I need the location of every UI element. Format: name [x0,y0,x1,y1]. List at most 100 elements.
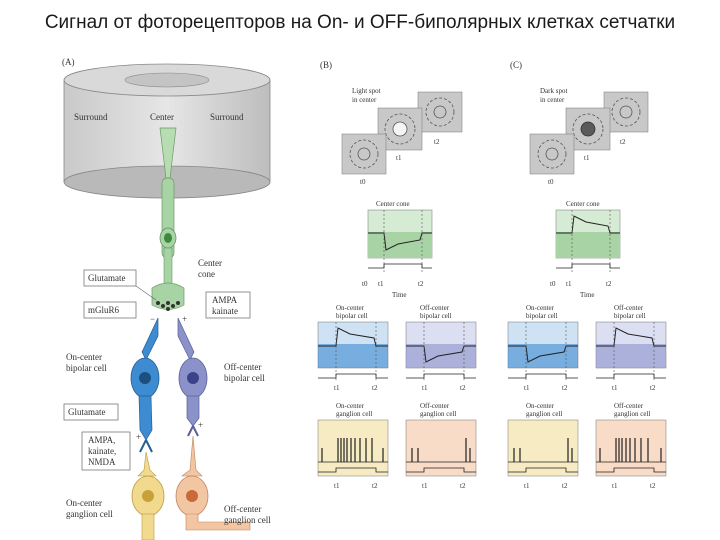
panel-c-on-ganglion-trace [507,419,579,477]
ampa-nmda-label-2: kainate, [88,446,116,456]
ampa-nmda-box [81,431,131,471]
slide-title: Сигнал от фоторецепторов на On- и OFF-би… [44,12,676,33]
ampa-kainate-box-top [205,291,251,319]
panel-b-off-bip-1: Off-center [420,304,450,312]
panel-b-on-gang-1: On-center [336,402,365,410]
mglur6-label: mGluR6 [88,305,120,315]
panel-b-ongang-t2: t2 [372,482,378,490]
center-label: Center [150,112,174,122]
glutamate-top-box [83,269,137,287]
panel-b-stimulus-cards [341,91,463,175]
panel-b-offbip-t1: t1 [422,384,428,392]
panel-c-offgang-t2: t2 [650,482,656,490]
glutamate-bottom-box [63,403,119,421]
panel-c-on-bip-2: bipolar cell [526,312,558,320]
center-cone-label-1: Center [198,258,222,268]
panel-c-cone-trace [555,209,621,272]
panel-b-off-ganglion-trace [405,419,477,477]
panel-c-offgang-t1: t1 [612,482,618,490]
panel-b-card-t2: t2 [434,138,440,146]
panel-b-card-t0: t0 [360,178,366,186]
panel-c-offbip-t1: t1 [612,384,618,392]
panel-c-tag: (C) [510,60,522,70]
panel-b-on-gang-2: ganglion cell [336,410,372,418]
panel-c-spot-1: Dark spot [540,87,567,95]
panel-c-ongang-t1: t1 [524,482,530,490]
panel-b: (B) Light spot in center t2 t1 t0 Center… [317,60,477,490]
panel-a: (A) Surround Center Surround Center [62,57,271,540]
panel-b-ongang-t1: t1 [334,482,340,490]
panel-b-cone-t2: t2 [418,280,424,288]
panel-c-ongang-t2: t2 [562,482,568,490]
panel-b-on-bipolar-trace [317,321,389,380]
panel-c-off-bip-2: bipolar cell [614,312,646,320]
panel-b-spot-1: Light spot [352,87,381,95]
on-ganglion-label-2: ganglion cell [66,509,113,519]
panel-b-on-bip-2: bipolar cell [336,312,368,320]
panel-c-on-gang-1: On-center [526,402,555,410]
off-center-bipolar-cell [177,317,208,437]
panel-b-off-gang-1: Off-center [420,402,450,410]
panel-b-cone-t0: t0 [362,280,368,288]
panel-c-cone-t1: t1 [566,280,572,288]
ampa-top-label-2: kainate [212,306,238,316]
panel-c-stimulus-cards [529,91,649,175]
panel-a-tag: (A) [62,57,75,67]
panel-b-offbip-t2: t2 [460,384,466,392]
panel-b-off-gang-2: ganglion cell [420,410,456,418]
on-bipolar-label-2: bipolar cell [66,363,107,373]
panel-b-spot-2: in center [352,96,377,104]
center-cone [151,127,185,311]
panel-c-cone-title: Center cone [566,200,600,208]
panel-c-off-bip-1: Off-center [614,304,644,312]
off-center-ganglion-cell [175,435,251,531]
panel-b-tag: (B) [320,60,332,70]
panel-c-off-ganglion-trace [595,419,667,477]
panel-c: (C) Dark spot in center t2 t1 t0 Center … [507,60,667,490]
ampa-top-label-1: AMPA [212,295,238,305]
panel-b-cone-trace [367,209,433,272]
panel-c-off-bipolar-trace [595,321,667,380]
panel-c-card-t1: t1 [584,154,590,162]
on-bipolar-label-1: On-center [66,352,102,362]
ampa-nmda-label-3: NMDA [88,457,116,467]
on-ganglion-label-1: On-center [66,498,102,508]
panel-c-card-t0: t0 [548,178,554,186]
panel-b-on-ganglion-trace [317,419,389,477]
panel-c-onbip-t2: t2 [562,384,568,392]
glutamate-bottom-label: Glutamate [68,407,106,417]
center-cone-label-2: cone [198,269,215,279]
panel-c-offbip-t2: t2 [650,384,656,392]
panel-b-off-bip-2: bipolar cell [420,312,452,320]
panel-c-on-gang-2: ganglion cell [526,410,562,418]
surround-left-label: Surround [74,112,108,122]
panel-b-cone-t1: t1 [378,280,384,288]
panel-b-offgang-t1: t1 [422,482,428,490]
panel-c-onbip-t1: t1 [524,384,530,392]
glutamate-top-label: Glutamate [88,273,126,283]
minus-sign: − [150,314,155,324]
panel-c-card-t2: t2 [620,138,626,146]
panel-c-off-gang-1: Off-center [614,402,644,410]
panel-c-time: Time [580,291,595,299]
panel-b-offgang-t2: t2 [460,482,466,490]
mglur6-box [83,301,137,319]
off-bipolar-label-2: bipolar cell [224,373,265,383]
panel-b-off-bipolar-trace [405,321,477,380]
plus-sign-top: + [182,314,187,324]
panel-c-off-gang-2: ganglion cell [614,410,650,418]
surround-right-label: Surround [210,112,244,122]
panel-c-on-bip-1: On-center [526,304,555,312]
plus-sign-right: + [198,420,203,430]
panel-c-spot-2: in center [540,96,565,104]
off-ganglion-label-2: ganglion cell [224,515,271,525]
panel-b-onbip-t2: t2 [372,384,378,392]
panel-b-time: Time [392,291,407,299]
off-bipolar-label-1: Off-center [224,362,261,372]
panel-b-onbip-t1: t1 [334,384,340,392]
panel-c-on-bipolar-trace [507,321,579,380]
panel-b-card-t1: t1 [396,154,402,162]
panel-b-on-bip-1: On-center [336,304,365,312]
panel-b-cone-title: Center cone [376,200,410,208]
panel-c-cone-t0: t0 [550,280,556,288]
